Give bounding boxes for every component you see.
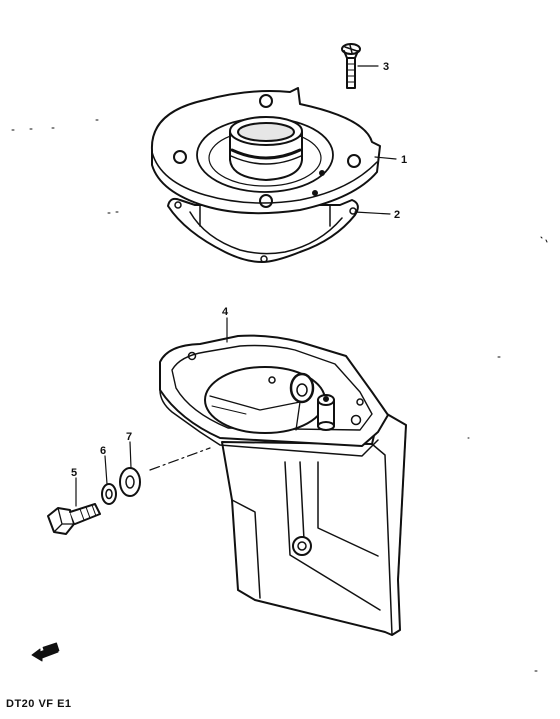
fwd-arrow-icon	[31, 642, 60, 662]
bracket-part	[159, 334, 407, 636]
callout-gasket: 2	[394, 209, 400, 221]
lock-washer-part	[101, 483, 117, 505]
center-line	[149, 447, 211, 471]
callout-lock-washer: 6	[100, 445, 106, 457]
callout-washer: 7	[126, 431, 132, 443]
callout-bracket: 4	[222, 306, 229, 318]
callout-plate: 1	[401, 154, 407, 166]
callout-bolt: 5	[71, 467, 77, 479]
adapter-plate-part	[150, 87, 381, 215]
washer-part	[119, 467, 141, 497]
callout-screw: 3	[383, 61, 389, 73]
bolt-part	[47, 503, 101, 535]
drawing-code: DT20 VF E1	[6, 698, 72, 710]
leader-lines	[75, 65, 397, 507]
screw-part	[341, 43, 361, 89]
gasket-part	[167, 197, 359, 263]
scan-specks	[11, 119, 548, 672]
